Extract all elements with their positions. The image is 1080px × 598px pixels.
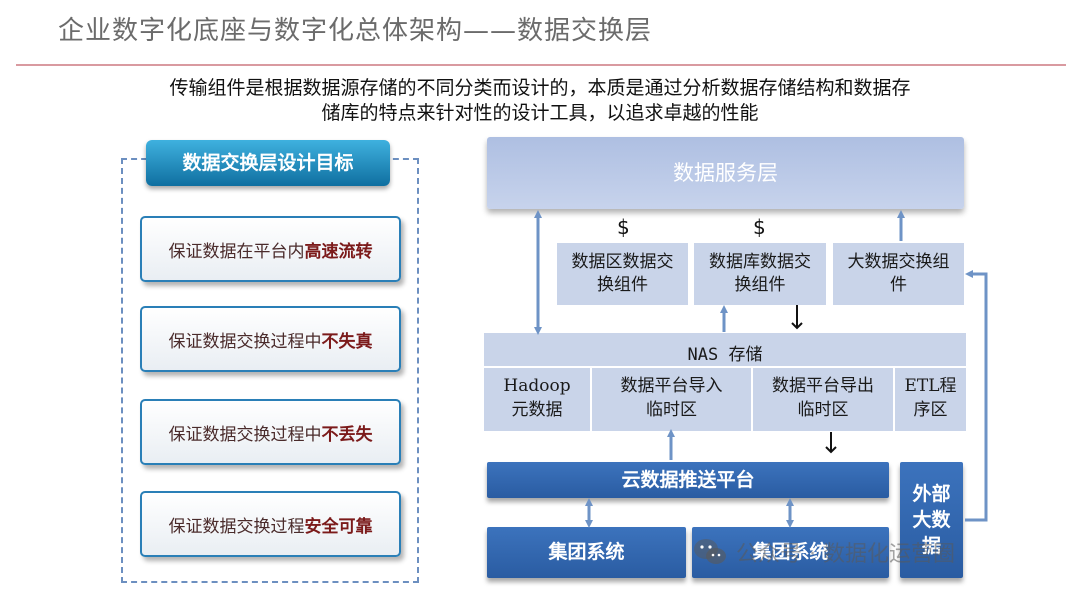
goal-item-high-speed: 保证数据在平台内高速流转: [140, 216, 401, 282]
goal-emphasis: 不丢失: [321, 424, 373, 445]
goal-emphasis: 不失真: [321, 331, 373, 352]
goal-emphasis: 安全可靠: [304, 516, 373, 537]
component-line: 换组件: [597, 275, 648, 295]
wechat-icon: [694, 539, 726, 564]
watermark-text: 公众号 · 数据化运营圈: [736, 542, 955, 567]
nas-cell-export-temp: 数据平台导出临时区: [753, 368, 893, 428]
nas-cell-divider: [751, 368, 753, 431]
nas-cell-line: 元数据: [511, 400, 563, 420]
nas-cell-divider: [893, 368, 895, 431]
goal-emphasis: 高速流转: [304, 241, 373, 262]
title-divider: [16, 64, 1066, 66]
arrow-external-bigdata: [965, 270, 988, 522]
component-big-data-exchange: 大数据交换组件: [833, 243, 964, 305]
subtitle: 传输组件是根据数据源存储的不同分类而设计的，本质是通过分析数据存储结构和数据存 …: [60, 76, 1020, 126]
data-service-layer: 数据服务层: [487, 137, 964, 209]
component-data-zone-exchange: 数据区数据交换组件: [557, 243, 688, 305]
nas-cell-import-temp: 数据平台导入临时区: [592, 368, 751, 428]
goals-title: 数据交换层设计目标: [146, 140, 390, 186]
nas-cell-line: 临时区: [797, 400, 849, 420]
component-database-exchange: 数据库数据交换组件: [694, 243, 826, 305]
nas-cell-etl-program: ETL程序区: [895, 368, 966, 428]
external-big-data-label: 外部大数据: [912, 483, 951, 557]
goal-prefix: 保证数据交换过程中: [168, 331, 322, 352]
nas-cell-line: 序区: [913, 400, 948, 420]
nas-storage-label: NAS 存储: [687, 345, 763, 365]
external-big-data: 外部大数据: [900, 462, 963, 578]
component-line: 数据区数据交: [571, 252, 674, 272]
component-line: 件: [890, 275, 907, 295]
page-title: 企业数字化底座与数字化总体架构——数据交换层: [58, 16, 653, 46]
component-line: 大数据交换组: [847, 252, 950, 272]
nas-cell-line: 临时区: [646, 400, 697, 420]
nas-cell-line: 数据平台导出: [772, 376, 874, 396]
nas-divider: [484, 366, 966, 368]
goal-item-no-loss: 保证数据交换过程中不丢失: [140, 399, 401, 465]
goal-prefix: 保证数据交换过程中: [168, 424, 322, 445]
nas-cell-line: 数据平台导入: [620, 376, 723, 396]
nas-cell-line: ETL程: [904, 376, 957, 396]
nas-storage-block: [484, 333, 966, 431]
nas-cell-divider: [590, 368, 592, 431]
goal-prefix: 保证数据交换过程: [168, 516, 305, 537]
goal-item-no-distortion: 保证数据交换过程中不失真: [140, 306, 401, 372]
component-line: 换组件: [734, 275, 786, 295]
dollar-icon-2: $: [753, 215, 766, 239]
nas-cell-line: Hadoop: [503, 376, 571, 396]
cloud-push-platform: 云数据推送平台: [487, 462, 889, 498]
dollar-icon-1: $: [617, 215, 630, 239]
watermark: 公众号 · 数据化运营圈: [692, 536, 955, 568]
subtitle-line-2: 储库的特点来针对性的设计工具，以追求卓越的性能: [321, 102, 759, 124]
subtitle-line-1: 传输组件是根据数据源存储的不同分类而设计的，本质是通过分析数据存储结构和数据存: [169, 77, 911, 99]
group-system-2: 集团系统: [692, 527, 889, 578]
goal-item-secure: 保证数据交换过程安全可靠: [140, 491, 401, 557]
nas-cell-hadoop-metadata: Hadoop 元数据: [484, 368, 590, 428]
goal-prefix: 保证数据在平台内: [168, 241, 305, 262]
group-system-1: 集团系统: [487, 527, 686, 578]
component-line: 数据库数据交: [709, 252, 811, 272]
